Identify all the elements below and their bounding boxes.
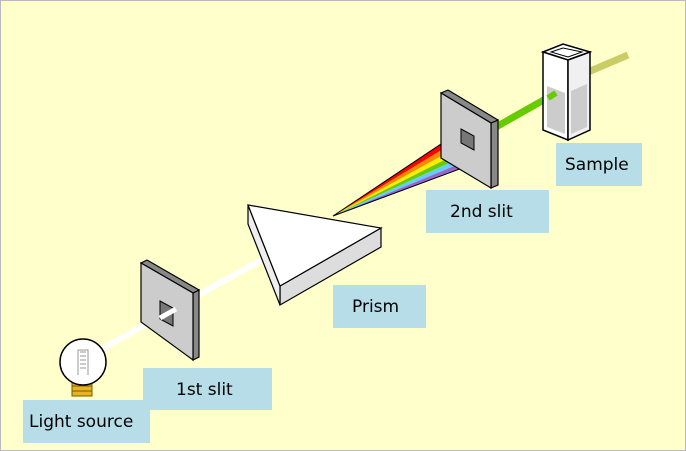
exit-beam — [586, 51, 630, 76]
light-bulb-icon — [59, 338, 107, 397]
prism — [247, 204, 383, 307]
spectrum-band — [333, 152, 492, 216]
spectrum-band — [333, 134, 472, 216]
label-prism: Prism — [333, 285, 426, 328]
first-slit — [139, 259, 201, 362]
svg-text:Prism: Prism — [352, 297, 399, 317]
spectrum-band — [333, 143, 482, 216]
spectrum-band — [333, 148, 487, 216]
second-slit — [439, 89, 500, 190]
label-second-slit: 2nd slit — [426, 190, 549, 233]
svg-text:1st slit: 1st slit — [176, 380, 233, 400]
sample-cuvette — [540, 43, 593, 142]
spectrum-band — [333, 130, 467, 216]
svg-text:Sample: Sample — [565, 155, 629, 175]
label-first-slit: 1st slit — [143, 368, 272, 410]
svg-text:Light source: Light source — [29, 412, 133, 432]
label-light-source: Light source — [23, 400, 150, 443]
label-sample: Sample — [556, 143, 642, 186]
svg-text:2nd slit: 2nd slit — [450, 202, 513, 222]
